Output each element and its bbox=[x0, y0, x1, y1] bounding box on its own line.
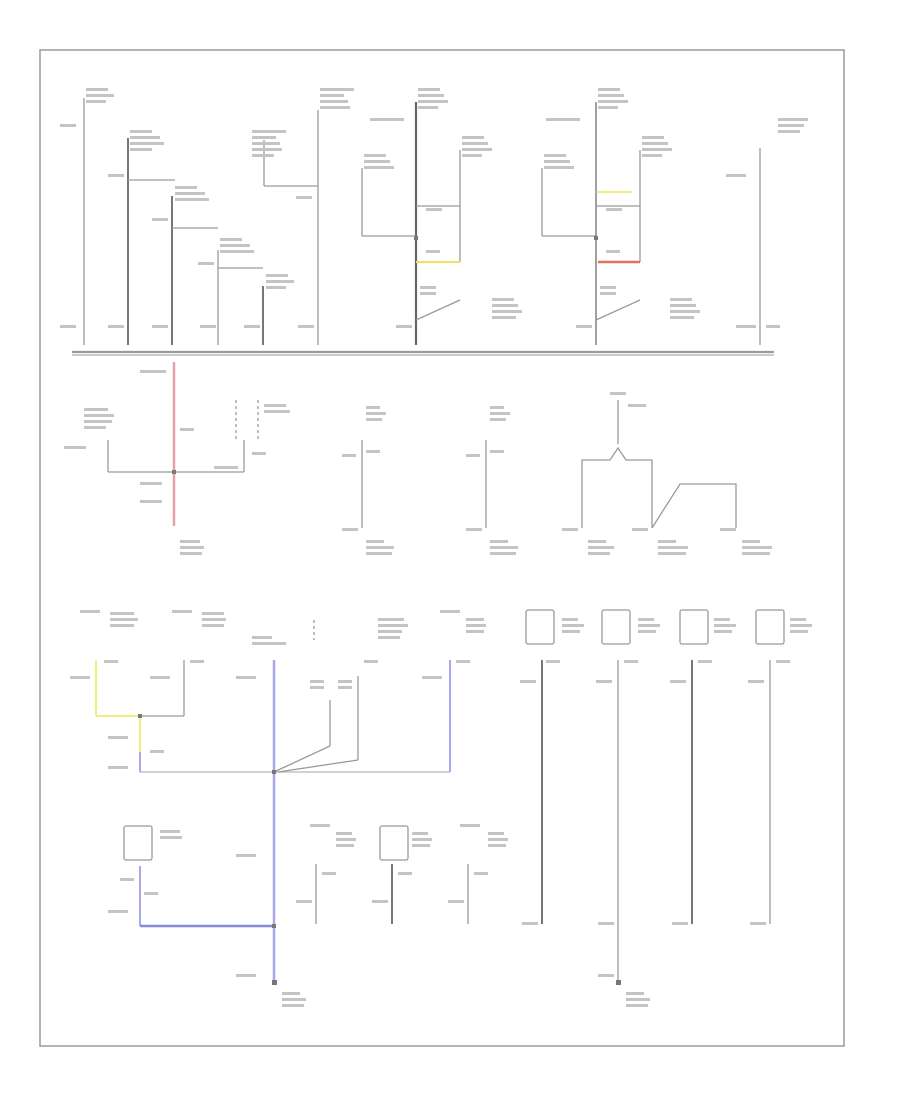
lower-labels bbox=[70, 610, 812, 1007]
middle-labels bbox=[64, 370, 772, 555]
connector-pins bbox=[138, 236, 621, 985]
top-section bbox=[72, 98, 774, 356]
component-box-3 bbox=[679, 609, 709, 645]
component-box-2 bbox=[601, 609, 631, 645]
middle-section bbox=[107, 362, 737, 529]
top-labels bbox=[60, 88, 808, 328]
component-box-4 bbox=[755, 609, 785, 645]
component-box-6 bbox=[379, 825, 409, 861]
component-boxes bbox=[123, 609, 785, 861]
diagram-frame bbox=[39, 49, 845, 1047]
lower-section bbox=[95, 620, 771, 982]
component-box-1 bbox=[525, 609, 555, 645]
component-box-5 bbox=[123, 825, 153, 861]
